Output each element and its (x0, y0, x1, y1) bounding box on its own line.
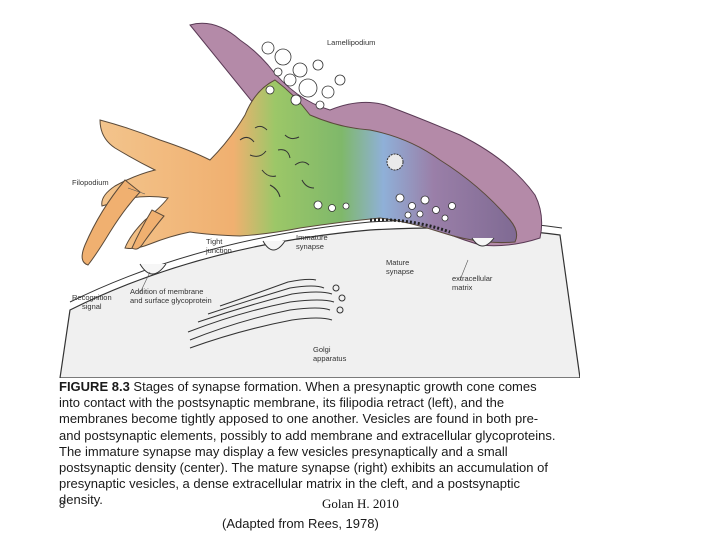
figure-number: FIGURE 8.3 (59, 379, 130, 394)
coated-vesicle-upper (386, 153, 404, 171)
label-addition-of-membrane: Addition of membrane and surface glycopr… (130, 287, 212, 305)
golgi-apparatus (187, 278, 346, 349)
synaptic-cleft-density (369, 218, 451, 234)
mature-synapse-pit (471, 237, 495, 247)
figure-caption: FIGURE 8.3 Stages of synapse formation. … (59, 379, 559, 509)
label-extracellular-matrix: extracellular matrix (452, 274, 493, 292)
leader-lines (127, 187, 469, 294)
author-credit: Golan H. 2010 (322, 496, 399, 511)
label-golgi-apparatus: Golgi apparatus (313, 345, 347, 363)
label-mature-synapse: Mature synapse (386, 258, 414, 276)
filopodium-long (81, 179, 141, 266)
filopodium-short (131, 209, 165, 250)
slide-number: 8 (59, 499, 66, 511)
adapted-source: (Adapted from Rees, 1978) (222, 516, 379, 531)
label-lamellipodium: Lamellipodium (327, 38, 376, 47)
label-tight-junction: Tight junction (206, 237, 232, 255)
recognition-pit (139, 263, 167, 275)
synapse-diagram (59, 22, 580, 378)
label-recognition-signal: Recognition signal (72, 293, 112, 311)
immature-synapse-pit (262, 240, 286, 251)
presynaptic-vesicles (261, 41, 456, 222)
label-filopodium: Filopodium (72, 178, 109, 187)
tubular-organelles (239, 125, 315, 198)
label-immature-synapse: Immature synapse (296, 233, 328, 251)
caption-text: Stages of synapse formation. When a pres… (59, 379, 556, 508)
